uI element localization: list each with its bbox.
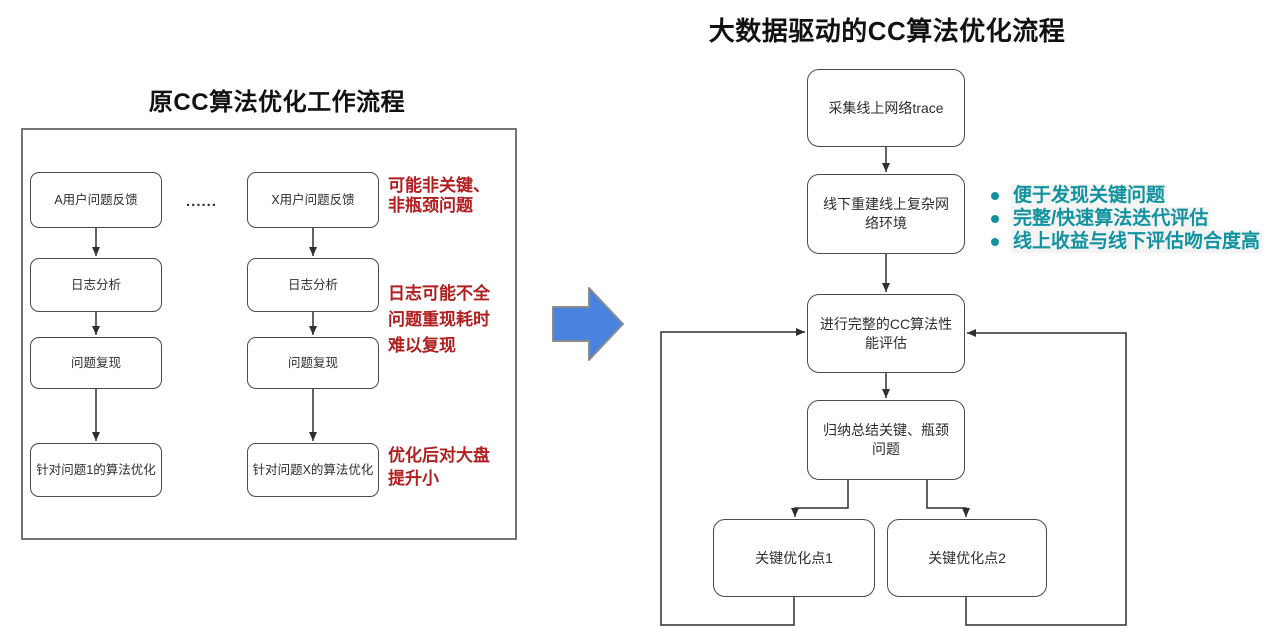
- annotation-log-incomplete: 日志可能不全 问题重现耗时 难以复现: [388, 284, 490, 355]
- benefit-list: 便于发现关键问题 完整/快速算法迭代评估 线上收益与线下评估吻合度高: [991, 184, 1263, 253]
- benefit-item: 线上收益与线下评估吻合度高: [991, 230, 1263, 253]
- right-flow-title: 大数据驱动的CC算法优化流程: [708, 16, 1066, 46]
- annotation-small-gain: 优化后对大盘 提升小: [388, 446, 490, 488]
- node-user-a-feedback: A用户问题反馈: [30, 172, 162, 228]
- node-log-analysis-x: 日志分析: [247, 258, 379, 312]
- node-summarize-key-issues: 归纳总结关键、瓶颈问题: [807, 400, 965, 480]
- transition-arrow-icon: [552, 287, 624, 361]
- bullet-dot-icon: [991, 191, 999, 200]
- bullet-dot-icon: [991, 237, 999, 246]
- connector-branch-right: [926, 480, 970, 517]
- benefit-text: 完整/快速算法迭代评估: [1011, 207, 1211, 230]
- benefit-text: 线上收益与线下评估吻合度高: [1011, 230, 1263, 253]
- connector-branch-left: [791, 480, 849, 517]
- left-flow-title: 原CC算法优化工作流程: [148, 89, 406, 116]
- node-rebuild-network: 线下重建线上复杂网络环境: [807, 174, 965, 254]
- benefit-item: 完整/快速算法迭代评估: [991, 207, 1262, 230]
- node-full-cc-evaluation: 进行完整的CC算法性能评估: [807, 294, 965, 373]
- node-collect-trace: 采集线上网络trace: [807, 69, 965, 147]
- ellipsis-dots: ......: [186, 193, 218, 210]
- node-user-x-feedback: X用户问题反馈: [247, 172, 379, 228]
- node-issue-reproduce-a: 问题复现: [30, 337, 162, 389]
- node-optimize-issue-x: 针对问题X的算法优化: [247, 443, 379, 497]
- node-issue-reproduce-x: 问题复现: [247, 337, 379, 389]
- node-optimization-point-2: 关键优化点2: [887, 519, 1047, 597]
- node-optimize-issue-1: 针对问题1的算法优化: [30, 443, 162, 497]
- annotation-non-critical: 可能非关键、 非瓶颈问题: [388, 176, 490, 215]
- node-optimization-point-1: 关键优化点1: [713, 519, 875, 597]
- node-log-analysis-a: 日志分析: [30, 258, 162, 312]
- benefit-item: 便于发现关键问题: [991, 184, 1262, 207]
- bullet-dot-icon: [991, 214, 999, 223]
- benefit-text: 便于发现关键问题: [1011, 184, 1168, 207]
